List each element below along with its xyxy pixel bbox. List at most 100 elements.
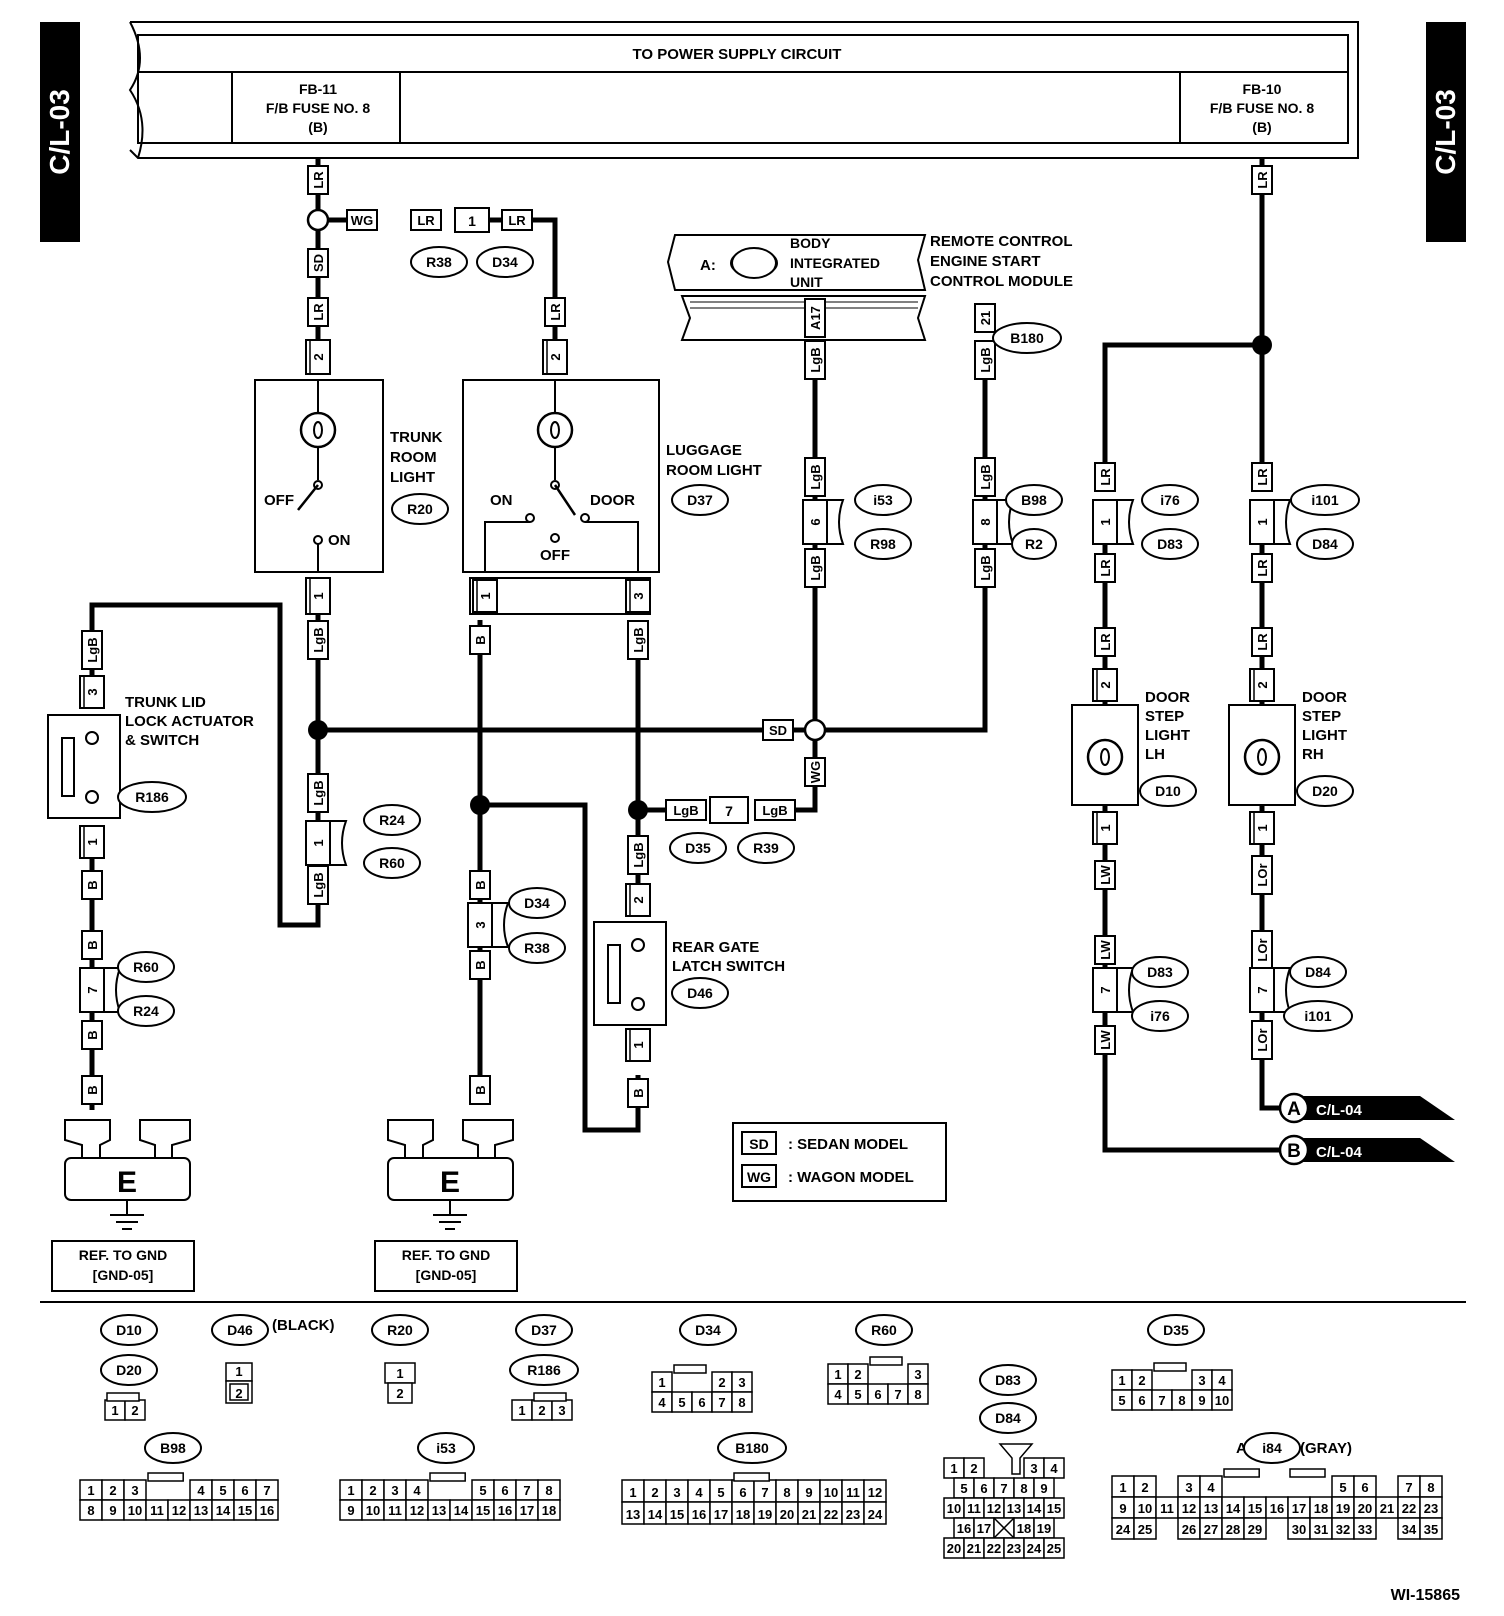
wire-color-tag — [1251, 855, 1273, 895]
luggage-room-light-on: ON — [490, 492, 513, 509]
trunk-room-light-bulb-icon — [299, 411, 337, 449]
legend-wg-key: WG — [747, 1169, 771, 1185]
wire-color-label: LR — [311, 171, 326, 189]
left-fuse-line3: (B) — [308, 119, 327, 135]
power-supply-title: TO POWER SUPPLY CIRCUIT — [633, 46, 842, 63]
cavity-number: 18 — [542, 1503, 556, 1518]
connector-id-label: B98 — [1021, 492, 1047, 508]
side-tab-left-label: C/L-03 — [44, 89, 75, 175]
cavity-number: 6 — [241, 1483, 248, 1498]
inline-connector — [1249, 967, 1275, 1013]
connector-id-label: D84 — [995, 1410, 1021, 1426]
bcm-name-1: BODY — [790, 235, 831, 251]
connector-lock-tab — [998, 1443, 1034, 1475]
wire-color-tag — [469, 625, 491, 655]
cavity-number: 6 — [739, 1485, 746, 1500]
right-fuse-line3: (B) — [1252, 119, 1271, 135]
junction-dot — [628, 800, 648, 820]
wire-color-tag — [307, 248, 329, 278]
wire-color-label: LOr — [1255, 863, 1270, 886]
wire-color-label: B — [85, 880, 100, 889]
wire-color-tag — [501, 209, 533, 231]
connector-cavity — [225, 1380, 253, 1404]
trunk-room-light-name-1: TRUNK — [390, 429, 443, 446]
connector-id-oval — [1011, 528, 1057, 560]
cavity-number: 10 — [947, 1501, 961, 1516]
wire-color-label: LgB — [762, 803, 787, 818]
door-step-lh-name-4: LH — [1145, 746, 1165, 763]
offpage-arrow-a — [1278, 1092, 1455, 1124]
connector-id-oval — [854, 484, 912, 516]
cavity-number: 1 — [834, 1367, 841, 1382]
pin-number: 1 — [1098, 824, 1113, 831]
ground-right-ref-2: [GND-05] — [416, 1267, 477, 1283]
wire-color-label: B — [473, 960, 488, 969]
rear-gate-latch-body — [593, 921, 667, 1026]
connector-lock-tab — [1223, 1468, 1260, 1478]
offpage-b-ref: C/L-04 — [1316, 1144, 1363, 1161]
cavity-number: 34 — [1402, 1522, 1417, 1537]
cavity-number: 6 — [698, 1395, 705, 1410]
connector-id-label: R39 — [753, 840, 779, 856]
connector-id-oval — [117, 781, 187, 813]
cavity-number: 10 — [366, 1503, 380, 1518]
left-fuse-line2: F/B FUSE NO. 8 — [266, 100, 370, 116]
cavity-number: 9 — [347, 1503, 354, 1518]
cavity-number: 12 — [987, 1501, 1001, 1516]
cavity-number: 5 — [854, 1387, 861, 1402]
connector-id-label: R2 — [1025, 536, 1043, 552]
pin-number: 1 — [478, 592, 493, 599]
cavity-number: 2 — [538, 1403, 545, 1418]
cavity-number: 16 — [692, 1507, 706, 1522]
wire-color-label: B — [631, 1088, 646, 1097]
cavity-number: 8 — [738, 1395, 745, 1410]
rear-gate-latch-name-1: REAR GATE — [672, 939, 759, 956]
cavity-number: 2 — [1138, 1373, 1145, 1388]
wire-color-label: LR — [1098, 633, 1113, 651]
pin-number: 7 — [725, 803, 733, 819]
wire-color-tag — [804, 548, 826, 588]
cavity-number: 12 — [1182, 1501, 1196, 1516]
cavity-number: 3 — [131, 1483, 138, 1498]
offpage-a-letter: A — [1287, 1099, 1301, 1120]
connector-id-label: D46 — [227, 1322, 253, 1338]
cavity-number: 19 — [1336, 1501, 1350, 1516]
connector-id-oval — [1290, 484, 1360, 516]
pin-number: 1 — [311, 592, 326, 599]
wire-color-tag — [81, 1075, 103, 1105]
cavity-number: 11 — [846, 1485, 860, 1500]
wire-color-tag — [81, 930, 103, 960]
wire-color-tag — [1094, 627, 1116, 657]
ground-left-ref-2: [GND-05] — [93, 1267, 154, 1283]
pin-number: 3 — [85, 688, 100, 695]
connector-id-oval — [417, 1432, 475, 1464]
cavity-number: 3 — [914, 1367, 921, 1382]
cavity-number: 7 — [1000, 1481, 1007, 1496]
wire-color-label: B — [85, 1030, 100, 1039]
ground-right-ref-1: REF. TO GND — [402, 1247, 490, 1263]
cavity-number: 6 — [1138, 1393, 1145, 1408]
wire-color-label: B — [85, 1085, 100, 1094]
wire-color-label: SD — [311, 254, 326, 272]
wire-color-label: LR — [1255, 171, 1270, 189]
cavity-number: 4 — [413, 1483, 421, 1498]
connector-id-oval — [1005, 484, 1063, 516]
cavity-number: 2 — [718, 1375, 725, 1390]
wire-color-tag — [974, 303, 996, 333]
connector-id-label: D83 — [1147, 964, 1173, 980]
wire-color-tag — [627, 620, 649, 660]
legend-sd-text: : SEDAN MODEL — [788, 1136, 908, 1153]
connector-id-label: D84 — [1305, 964, 1331, 980]
pin-number: 1 — [631, 1041, 646, 1048]
wire-color-label: LgB — [978, 347, 993, 372]
cavity-number: 1 — [950, 1461, 957, 1476]
pin-number: 3 — [473, 921, 488, 928]
cavity-number: 7 — [1405, 1480, 1412, 1495]
pin-number: 7 — [1098, 986, 1113, 993]
wire-color-tag — [1094, 935, 1116, 965]
wire-color-tag — [346, 209, 378, 231]
wire-color-label: LR — [1255, 468, 1270, 486]
wire-color-label: B — [473, 880, 488, 889]
connector-lock-tab — [533, 1392, 567, 1402]
cavity-number: 3 — [673, 1485, 680, 1500]
